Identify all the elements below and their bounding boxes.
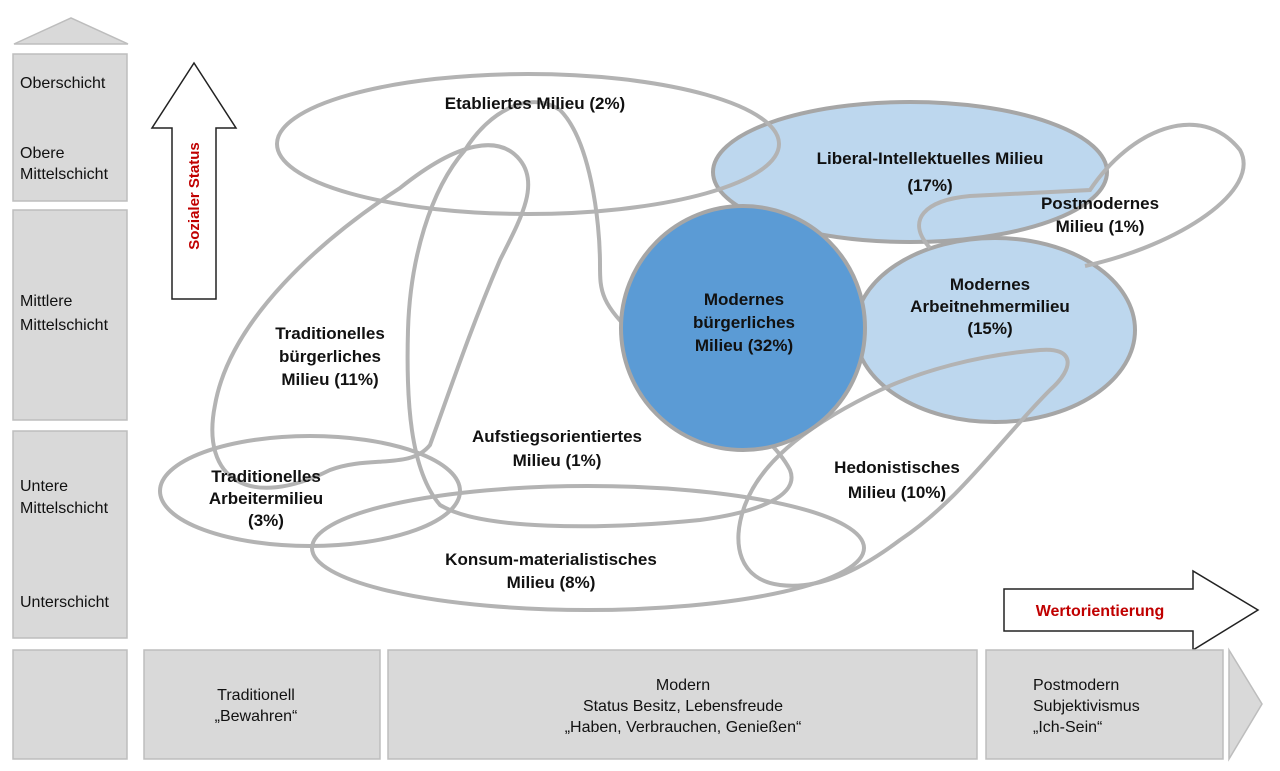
shape-etabliertes-milieu: [275, 72, 781, 216]
text-line: Subjektivismus: [1033, 698, 1140, 715]
arrow-up-shape: [150, 61, 238, 300]
strata-label-unterschicht: Unterschicht: [20, 594, 109, 611]
value-orientation-label: Wertorientierung: [1036, 603, 1165, 620]
text-line: Milieu (10%): [848, 483, 946, 502]
label-liberal-intellektuelles-milieu: Liberal-Intellektuelles Milieu (17%): [817, 149, 1044, 195]
text-line: Modernes: [704, 290, 784, 309]
shape-postmodernes-milieu: [917, 122, 1246, 268]
social-status-arrow: Sozialer Status: [150, 61, 238, 300]
strata-panel-upper: [12, 53, 128, 202]
text-line: Konsum-materialistisches: [445, 550, 657, 569]
strata-roof: [13, 17, 129, 45]
text-line: „Ich-Sein“: [1033, 719, 1102, 736]
label-traditionell: Traditionell „Bewahren“: [215, 687, 298, 725]
text-line: bürgerliches: [279, 347, 381, 366]
text-line: Traditionelles: [211, 467, 321, 486]
text-line: „Haben, Verbrauchen, Genießen“: [565, 719, 802, 736]
text-line: Mittlere: [20, 293, 73, 310]
text-line: Mittelschicht: [20, 166, 109, 183]
shape-liberal-intellektuell: [711, 100, 1109, 244]
text-line: (3%): [248, 511, 284, 530]
text-line: Traditionelles: [275, 324, 385, 343]
text-line: Modernes: [950, 275, 1030, 294]
text-line: Untere: [20, 478, 68, 495]
text-line: Obere: [20, 145, 65, 162]
panel-modern: [387, 649, 978, 760]
text-line: Aufstiegsorientiertes: [472, 427, 642, 446]
text-line: Milieu (32%): [695, 336, 793, 355]
text-line: (15%): [967, 319, 1012, 338]
shape-aufstiegsorientiertes: [405, 100, 794, 529]
text-line: Mittelschicht: [20, 317, 109, 334]
text-line: Liberal-Intellektuelles Milieu: [817, 149, 1044, 168]
text-line: Milieu (11%): [281, 370, 378, 389]
shape-modernes-buergerliches: [619, 204, 867, 452]
strata-panel-lower: [12, 430, 128, 639]
bottom-corner-panel: [12, 649, 128, 760]
text-line: Milieu (1%): [513, 451, 602, 470]
milieu-shapes: [158, 72, 1246, 612]
shape-traditionelles-buergerliches: [210, 143, 531, 490]
strata-panel-middle: [12, 209, 128, 421]
text-line: Arbeitermilieu: [209, 489, 323, 508]
text-line: Hedonistisches: [834, 458, 960, 477]
text-line: Postmodern: [1033, 677, 1119, 694]
text-line: Milieu (8%): [507, 573, 596, 592]
value-orientation-arrow: Wertorientierung: [1003, 569, 1260, 652]
shape-hedonistisches-milieu: [736, 347, 1070, 588]
arrow-right-shape: [1003, 569, 1260, 652]
text-line: Arbeitnehmermilieu: [910, 297, 1070, 316]
text-line: Traditionell: [217, 687, 295, 704]
text-line: Mittelschicht: [20, 500, 109, 517]
text-line: Etabliertes Milieu (2%): [445, 94, 625, 113]
strata-label-oberschicht: Oberschicht: [20, 75, 106, 92]
panel-traditionell: [143, 649, 381, 760]
shape-konsum-materialistisches: [310, 484, 866, 612]
panel-postmodern: [985, 649, 1224, 760]
label-etabliertes-milieu: Etabliertes Milieu (2%): [445, 94, 625, 113]
text-line: (17%): [907, 176, 952, 195]
text-line: bürgerliches: [693, 313, 795, 332]
text-line: Milieu (1%): [1056, 217, 1145, 236]
text-line: Status Besitz, Lebensfreude: [583, 698, 783, 715]
social-status-label: Sozialer Status: [186, 142, 203, 250]
text-line: Modern: [656, 677, 710, 694]
bar-arrow-tip: [1228, 647, 1263, 762]
milieu-labels: Etabliertes Milieu (2%) Liberal-Intellek…: [209, 94, 1159, 592]
text-line: „Bewahren“: [215, 708, 298, 725]
text-line: Postmodernes: [1041, 194, 1159, 213]
